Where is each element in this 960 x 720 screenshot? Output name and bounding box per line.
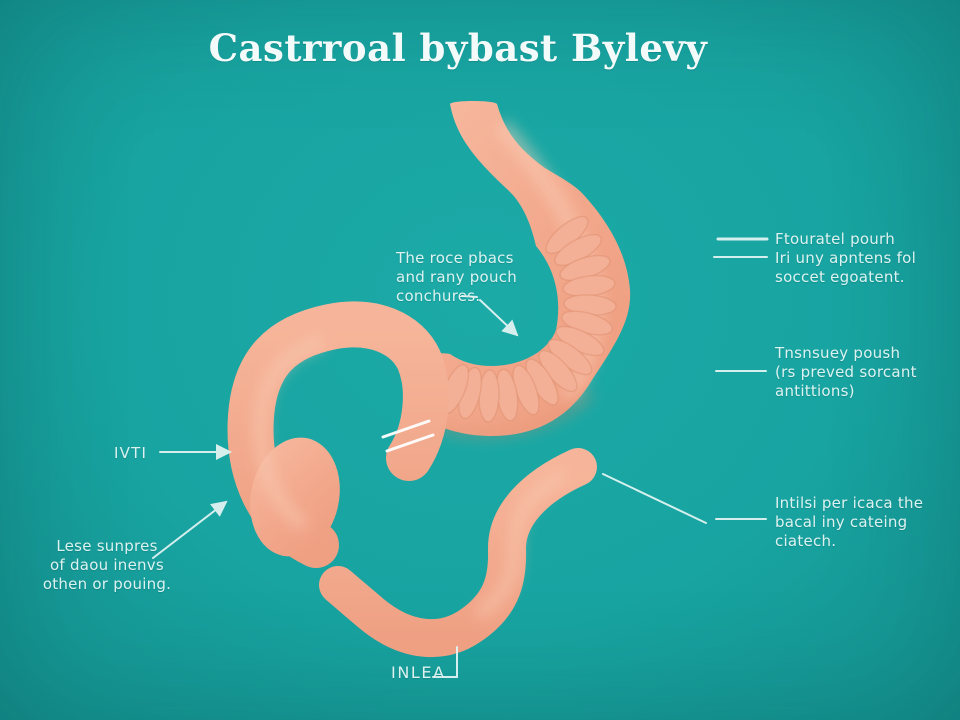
stomach-shadow-edge — [427, 391, 593, 439]
label-right-bottom: Intilsi per icaca the bacal iny cateing … — [775, 494, 945, 551]
leader-right-bottom-diagonal — [602, 473, 707, 524]
staple-line-1 — [381, 419, 431, 439]
stomach-illustration — [405, 101, 631, 439]
leader-center-arrow — [479, 299, 519, 337]
label-line: IVTI — [114, 444, 148, 462]
leader-lines — [152, 237, 769, 678]
small-intestine-highlight — [476, 472, 566, 618]
label-line: bacal iny cateing — [775, 513, 908, 532]
label-line: of daou inenvs — [50, 556, 164, 575]
diagram-title: Castrroal bybast Bylevy — [208, 26, 708, 70]
label-line: The roce pbacs — [396, 249, 514, 267]
label-ivti: IVTI — [114, 444, 147, 463]
staple-line-2 — [385, 433, 435, 453]
leader-center-dash — [461, 295, 478, 298]
label-line: Intilsi per icaca the — [775, 494, 924, 512]
label-line: Tnsnsuey poush — [775, 344, 901, 362]
label-right-middle: Tnsnsuey poush (rs preved sorcant antitt… — [775, 344, 945, 401]
label-line: Lese sunpres — [56, 537, 158, 555]
label-right-top: Ftouratel pourh Iri uny apntens fol socc… — [775, 230, 945, 287]
leader-inlea-line — [432, 646, 458, 678]
label-line: and rany pouch — [396, 268, 517, 287]
small-intestine-illustration — [319, 448, 597, 657]
stomach-rugae — [440, 215, 617, 423]
leader-lese-arrow — [152, 500, 228, 559]
gastric-pouch-illustration — [227, 301, 449, 568]
pouch-highlight — [254, 336, 325, 529]
label-line: INLEA — [391, 663, 446, 682]
label-line: Ftouratel pourh — [775, 230, 895, 248]
label-line: conchures. — [396, 287, 481, 306]
label-line: othen or pouing. — [42, 575, 172, 594]
label-line: Iri uny apntens fol — [775, 249, 916, 268]
label-line: ciatech. — [775, 532, 837, 551]
label-line: antittions) — [775, 382, 855, 401]
label-line: soccet egoatent. — [775, 268, 905, 287]
label-pouch-connection: The roce pbacs and rany pouch conchures. — [396, 249, 517, 306]
label-inlea: INLEA — [391, 663, 446, 683]
label-left-lower: Lese sunpres of daou inenvs othen or pou… — [34, 537, 180, 594]
label-line: (rs preved sorcant — [775, 363, 917, 382]
pouch-bulb — [250, 437, 340, 557]
